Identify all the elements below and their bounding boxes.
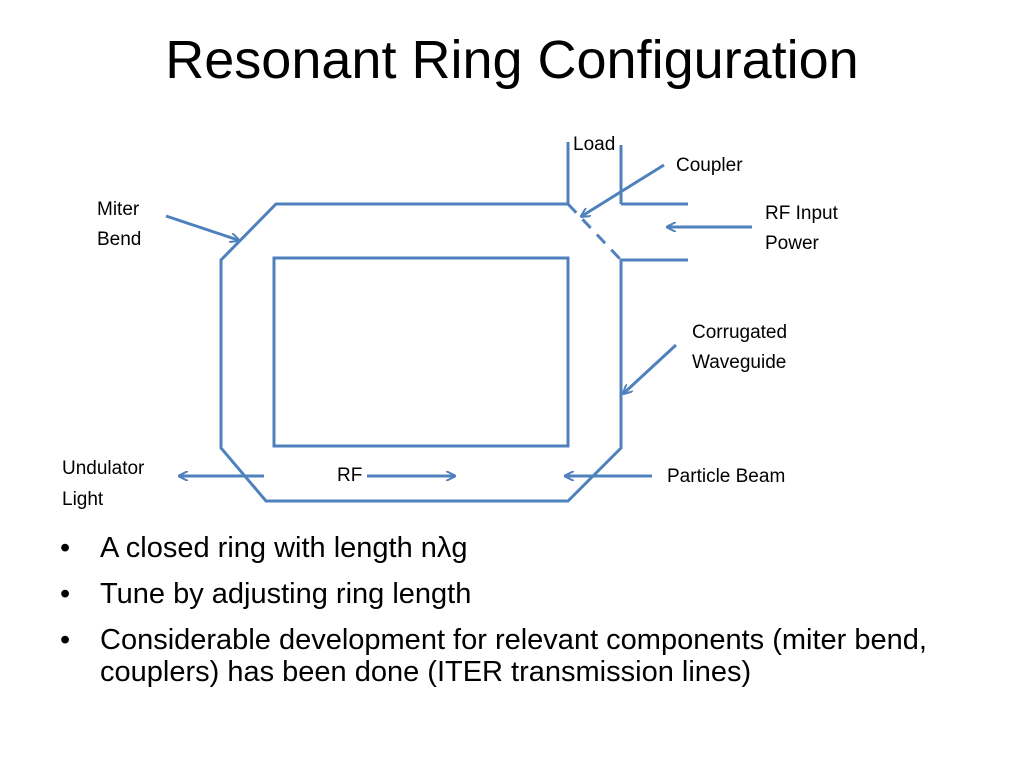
undulator-label-line1: Undulator bbox=[62, 458, 145, 479]
bullet-text: A closed ring with length nλg bbox=[100, 532, 468, 564]
corrugated-label-line1: Corrugated bbox=[692, 322, 787, 343]
coupler-label: Coupler bbox=[676, 155, 743, 176]
bullet-item: • A closed ring with length nλg bbox=[60, 532, 960, 564]
coupler-dashed bbox=[566, 202, 623, 262]
particle-beam-label: Particle Beam bbox=[667, 466, 785, 487]
bullet-list: • A closed ring with length nλg • Tune b… bbox=[60, 532, 960, 702]
coupler-arrow bbox=[582, 163, 665, 216]
ring-inner-rectangle bbox=[272, 256, 570, 448]
bullet-item: • Considerable development for relevant … bbox=[60, 624, 960, 688]
miter-bend-label-line2: Bend bbox=[97, 229, 141, 250]
bullet-item: • Tune by adjusting ring length bbox=[60, 578, 960, 610]
rf-input-label-line1: RF Input bbox=[765, 203, 839, 224]
corrugated-waveguide-arrow bbox=[624, 343, 678, 393]
bullet-text: Considerable development for relevant co… bbox=[100, 624, 927, 688]
bullet-dot: • bbox=[60, 578, 71, 610]
miter-bend-label-line1: Miter bbox=[97, 199, 140, 220]
rf-label: RF bbox=[337, 465, 362, 486]
bullet-dot: • bbox=[60, 532, 71, 564]
slide-title: Resonant Ring Configuration bbox=[165, 30, 859, 90]
bullet-text: Tune by adjusting ring length bbox=[100, 578, 472, 610]
bullet-dot: • bbox=[60, 624, 71, 656]
undulator-label-line2: Light bbox=[62, 489, 104, 510]
load-label: Load bbox=[573, 134, 615, 155]
rf-input-label-line2: Power bbox=[765, 233, 820, 254]
ring-outer-waveguide bbox=[219, 202, 688, 503]
corrugated-label-line2: Waveguide bbox=[692, 352, 786, 373]
miter-bend-arrow bbox=[165, 214, 238, 240]
ring-diagram: Load Coupler Miter Bend RF Input Power C… bbox=[62, 134, 839, 510]
